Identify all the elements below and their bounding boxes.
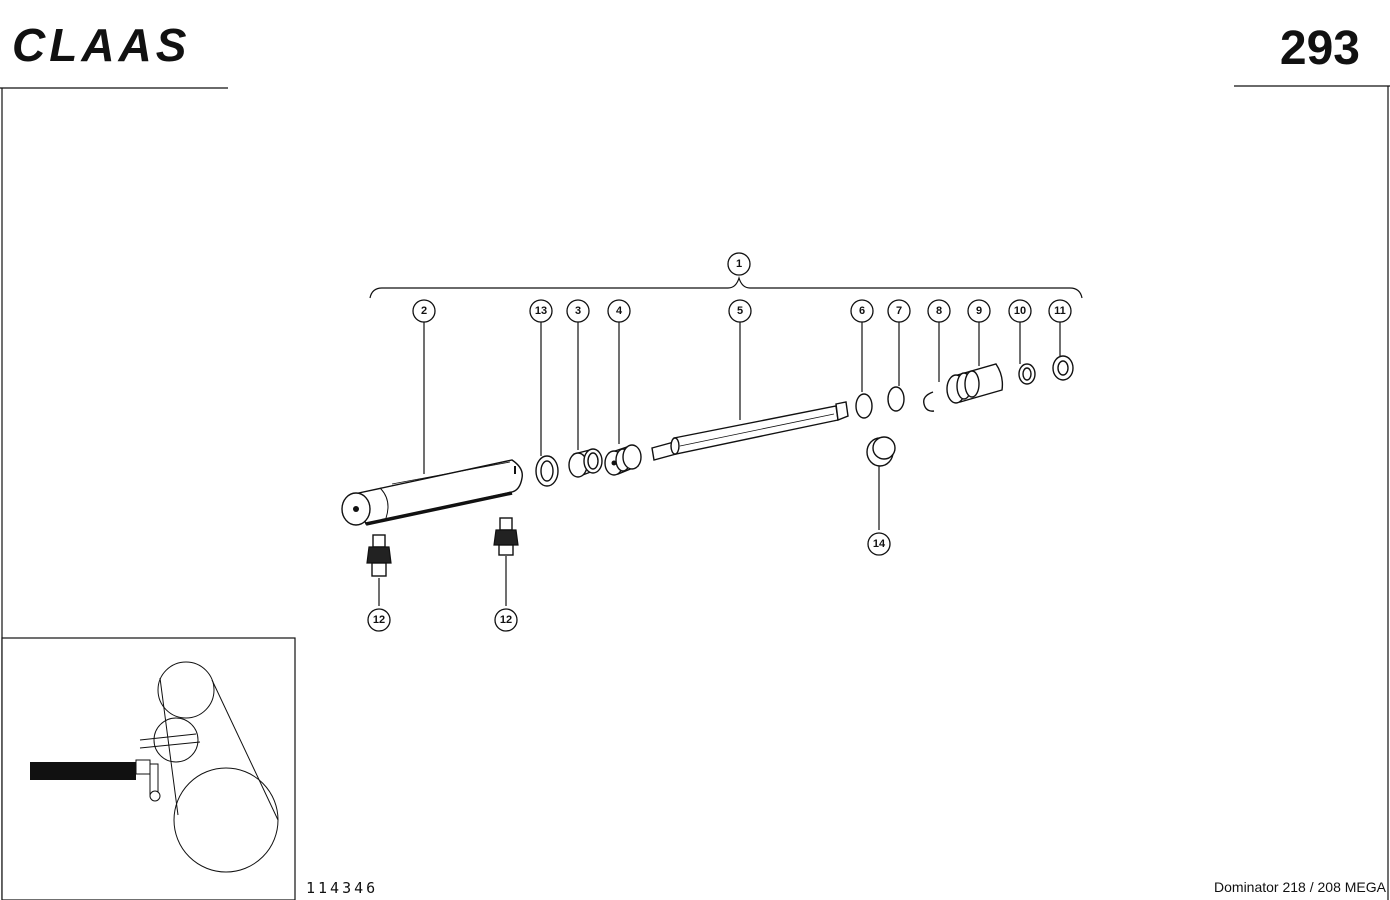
inset-cylinder: [30, 762, 136, 780]
callout-2: 2: [412, 299, 436, 323]
svg-text:10: 10: [1014, 305, 1026, 317]
callout-4: 4: [607, 299, 631, 323]
svg-text:12: 12: [373, 614, 385, 626]
callout-9: 9: [967, 299, 991, 323]
inset-lever: [139, 733, 201, 749]
callout-12-right: 12: [494, 608, 518, 632]
part-snap-ring: [923, 391, 935, 412]
inset-tension-pulley: [153, 717, 199, 763]
callout-12-left: 12: [367, 608, 391, 632]
svg-text:13: 13: [535, 305, 547, 317]
callout-8: 8: [927, 299, 951, 323]
part-ring: [866, 436, 896, 467]
part-backup-ring: [887, 386, 905, 412]
callout-1: 1: [727, 252, 751, 276]
inset-belt: [159, 677, 279, 821]
part-cylinder-barrel: [341, 459, 523, 526]
svg-text:9: 9: [976, 305, 982, 317]
callout-5: 5: [728, 299, 752, 323]
svg-text:5: 5: [737, 305, 743, 317]
svg-text:4: 4: [616, 305, 623, 317]
part-guide-bushing: [568, 448, 603, 478]
callout-13: 13: [529, 299, 553, 323]
claas-logo: CLAAS: [12, 19, 190, 71]
callout-14: 14: [867, 532, 891, 556]
svg-text:11: 11: [1054, 305, 1066, 317]
part-wiper-ring: [535, 455, 559, 487]
part-wiper: [1052, 355, 1074, 381]
inset-upper-pulley: [157, 661, 215, 719]
svg-text:1: 1: [736, 258, 742, 270]
part-piston: [604, 444, 642, 476]
svg-text:14: 14: [873, 538, 886, 550]
assembly-brace: [369, 275, 1083, 299]
svg-text:8: 8: [936, 305, 942, 317]
svg-text:7: 7: [896, 305, 902, 317]
callout-11: 11: [1048, 299, 1072, 323]
part-cylinder-head: [946, 363, 1004, 404]
part-fitting-left: [366, 534, 392, 577]
svg-text:2: 2: [421, 305, 427, 317]
part-piston-rod: [651, 401, 849, 461]
svg-text:12: 12: [500, 614, 512, 626]
callout-6: 6: [850, 299, 874, 323]
drawing-number: 114346: [306, 879, 378, 897]
callout-10: 10: [1008, 299, 1032, 323]
callout-7: 7: [887, 299, 911, 323]
location-inset: [1, 637, 296, 900]
callout-3: 3: [566, 299, 590, 323]
part-seal: [1018, 363, 1036, 385]
svg-text:6: 6: [859, 305, 865, 317]
part-fitting-right: [493, 517, 519, 556]
svg-text:3: 3: [575, 305, 581, 317]
model-name: Dominator 218 / 208 MEGA: [1214, 879, 1387, 895]
page-number: 293: [1280, 22, 1360, 75]
part-o-ring: [855, 393, 873, 419]
